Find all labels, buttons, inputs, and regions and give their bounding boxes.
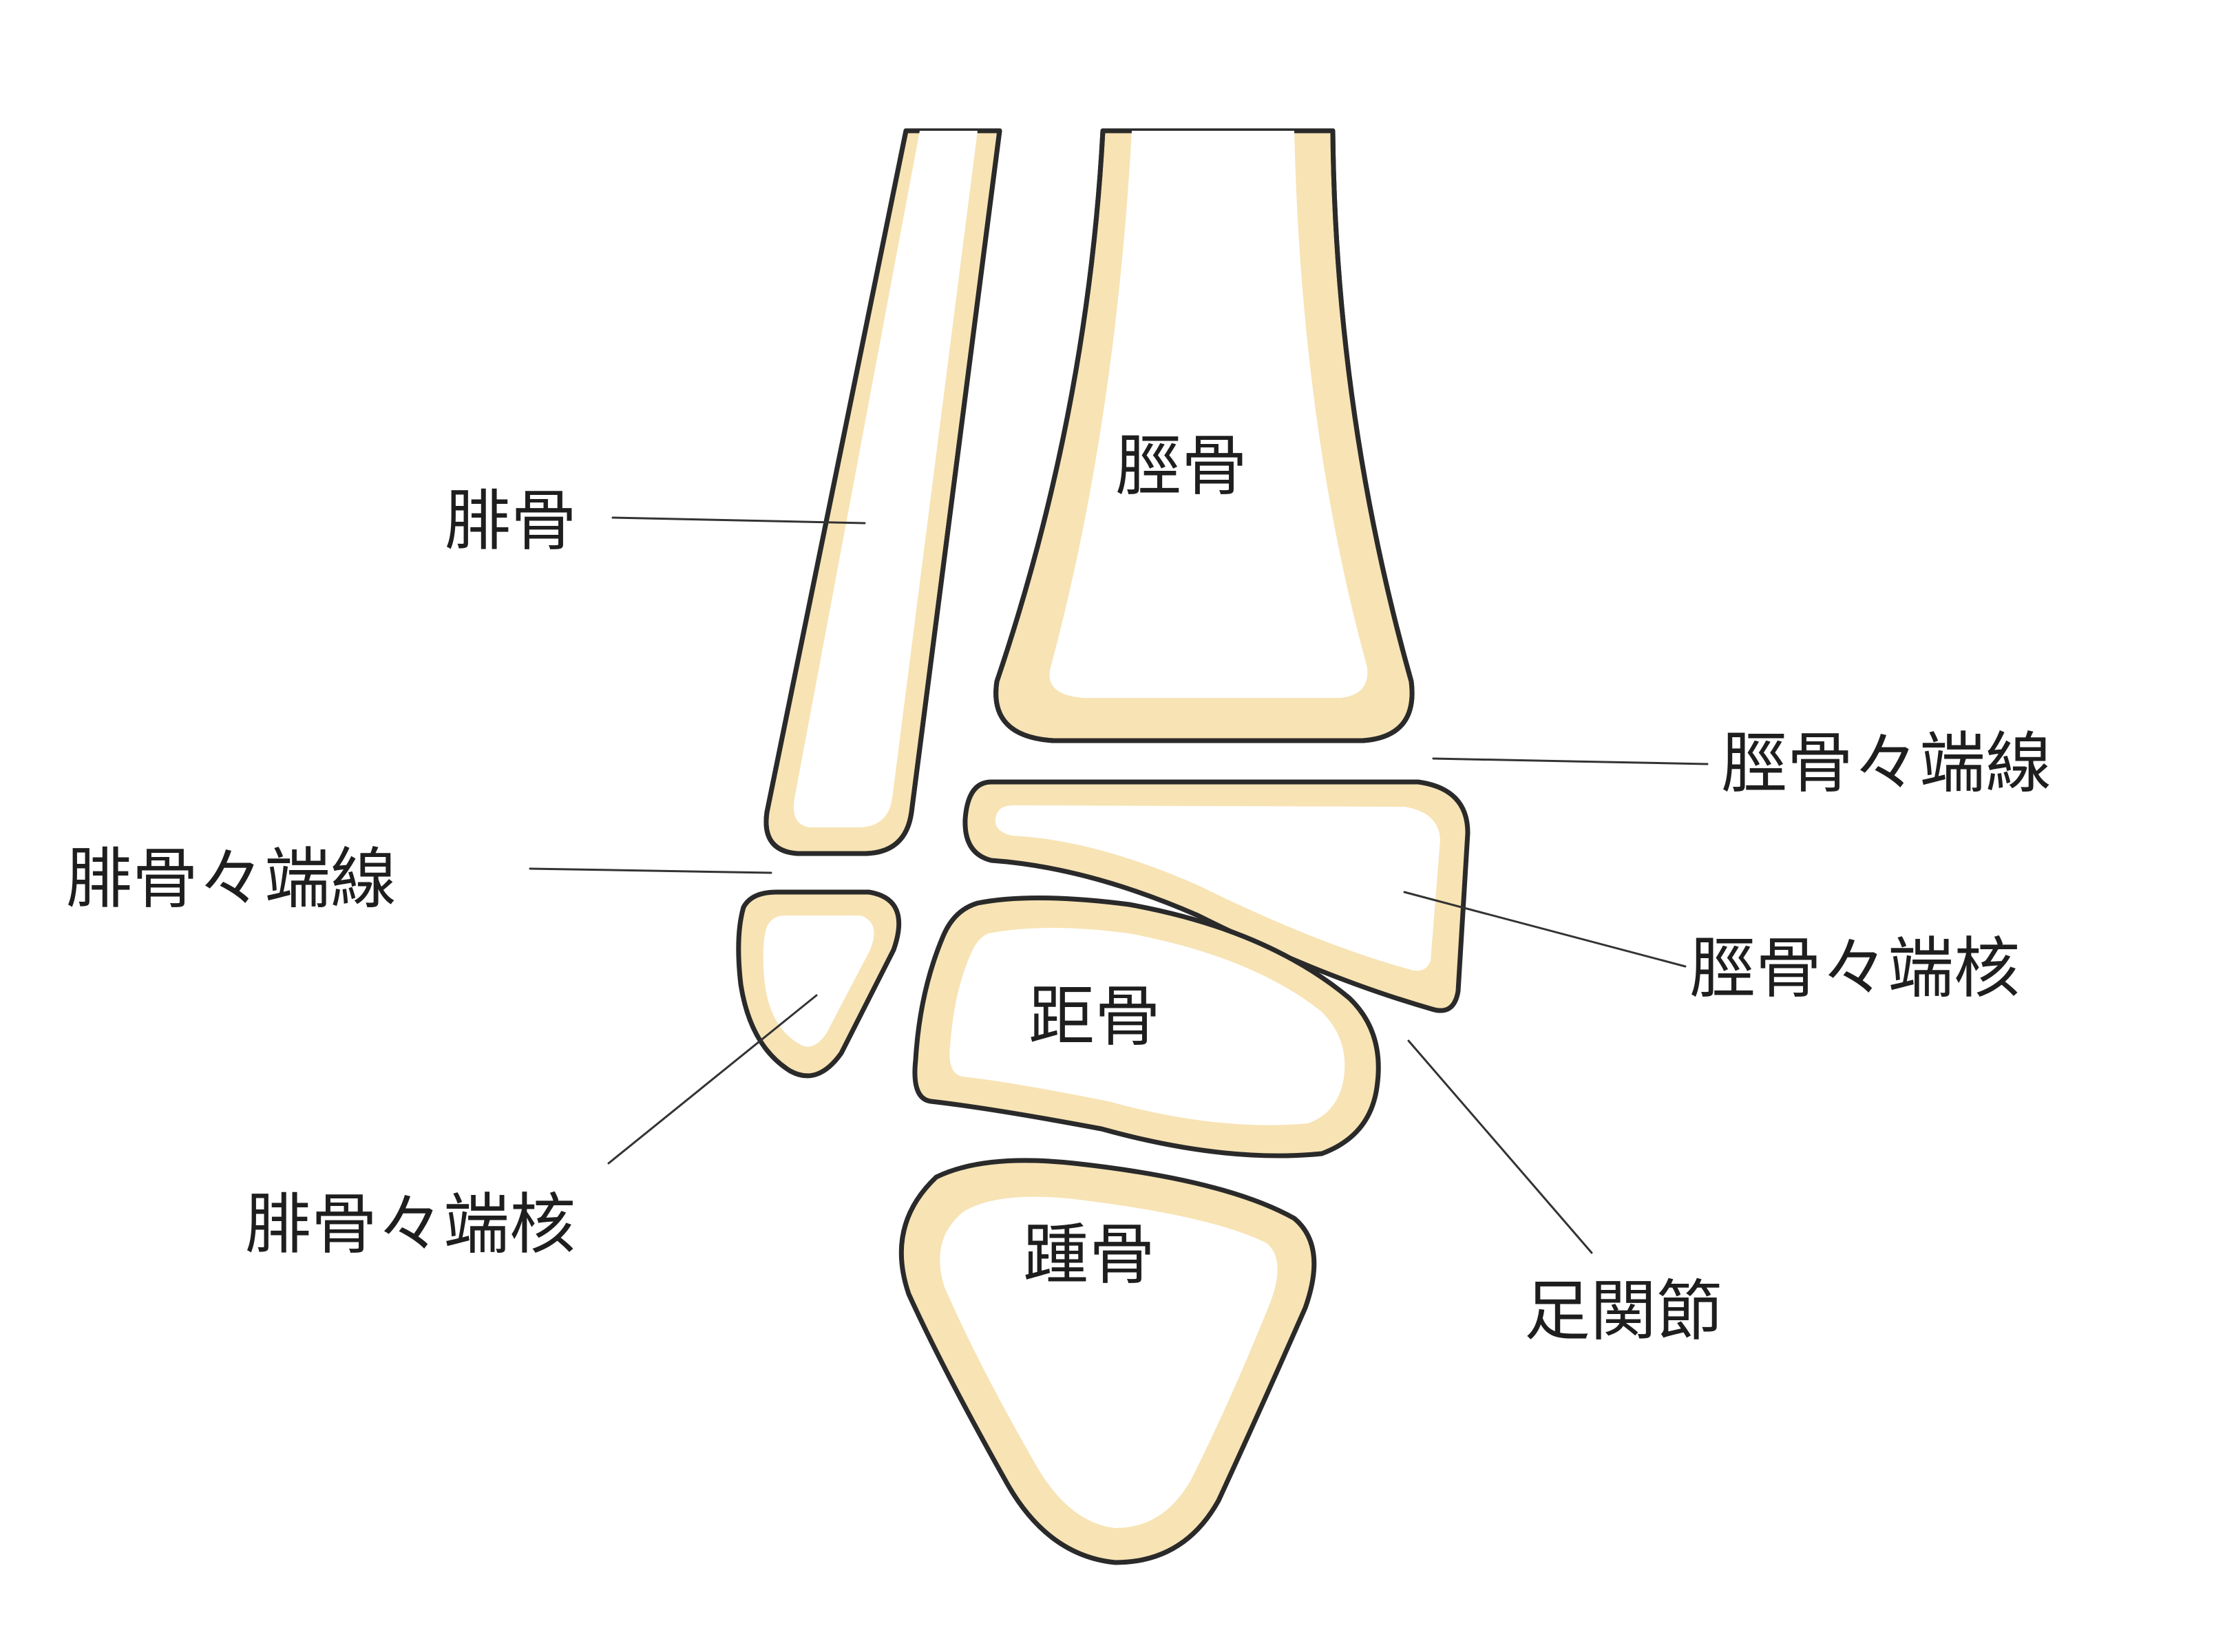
label-fibula: 腓骨 xyxy=(445,483,577,560)
label-talus: 距骨 xyxy=(1029,978,1161,1055)
label-fibular-growth-plate: 腓骨々端線 xyxy=(66,840,397,918)
leader-fibular-epiphysis xyxy=(607,994,818,1165)
calcaneus-bone xyxy=(898,1158,1317,1565)
tibial-epiphysis xyxy=(962,779,1470,1013)
leader-fibula xyxy=(611,516,866,525)
tibia-shaft xyxy=(993,128,1415,743)
fibular-epiphysis xyxy=(736,889,902,1079)
leader-ankle-joint xyxy=(1407,1039,1593,1254)
leader-tibial-growth-plate xyxy=(1432,757,1709,765)
leader-lines xyxy=(529,516,1709,1254)
label-tibia: 脛骨 xyxy=(1115,427,1247,505)
fibula-shaft xyxy=(763,128,1002,856)
label-tibial-growth-plate: 脛骨々端線 xyxy=(1721,725,2052,802)
leader-tibial-epiphysis xyxy=(1403,891,1687,968)
label-fibular-epiphysis: 腓骨々端核 xyxy=(245,1186,576,1263)
label-calcaneus: 踵骨 xyxy=(1023,1216,1155,1293)
leader-fibular-growth-plate xyxy=(529,867,772,874)
talus-bone xyxy=(912,895,1381,1158)
label-tibial-epiphysis: 脛骨々端核 xyxy=(1689,930,2020,1007)
label-ankle-joint: 足関節 xyxy=(1524,1273,1722,1350)
